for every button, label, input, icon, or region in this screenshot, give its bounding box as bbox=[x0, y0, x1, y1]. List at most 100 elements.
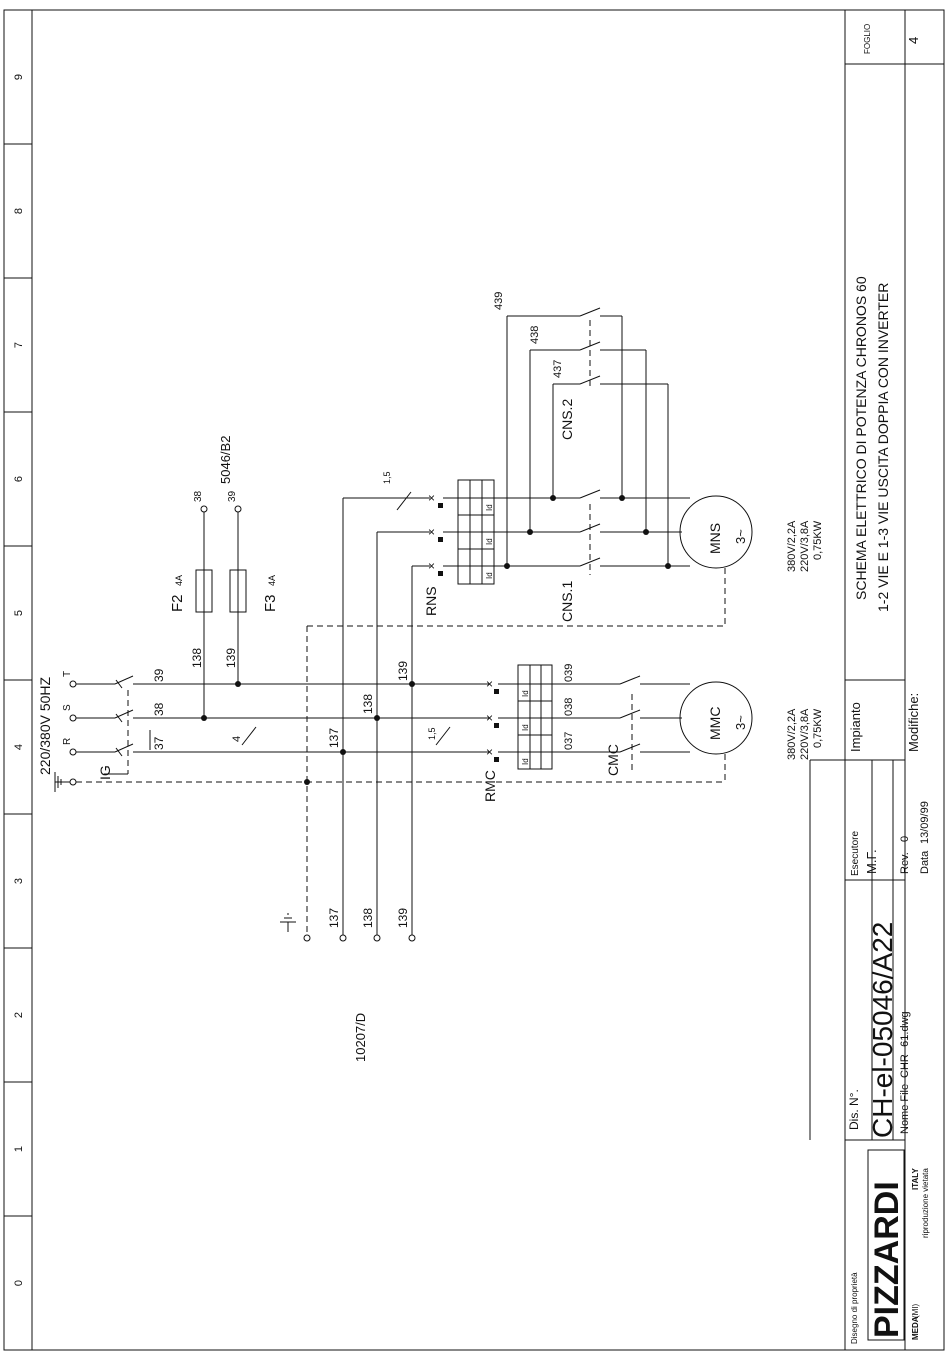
grid-number-9: 9 bbox=[13, 74, 25, 80]
fuse-section: F2 4A F3 4A 38 39 5046/B2 138 139 bbox=[169, 436, 279, 721]
grid-number-7: 7 bbox=[13, 342, 25, 348]
grid-number-6: 6 bbox=[13, 476, 25, 482]
fuse-out-38: 38 bbox=[193, 490, 204, 502]
bus-section: 137 138 139 137 138 139 10207/D 1,5 bbox=[280, 498, 725, 1062]
svg-text:×: × bbox=[428, 491, 435, 505]
fuse-out-39: 39 bbox=[227, 490, 238, 502]
grid-number-8: 8 bbox=[13, 208, 25, 214]
relay-rns-label: RNS bbox=[423, 586, 439, 616]
bus-bottom-138: 138 bbox=[361, 908, 375, 928]
bus-bottom-139: 139 bbox=[396, 908, 410, 928]
brand-city: MEDA bbox=[911, 1316, 920, 1340]
phase-s-label: S bbox=[62, 704, 73, 711]
mns-wire-439: 439 bbox=[493, 292, 505, 310]
grid-number-5: 5 bbox=[13, 610, 25, 616]
grid-number-0: 0 bbox=[13, 1280, 25, 1286]
foglio-label: FOGLIO bbox=[863, 24, 872, 54]
grid-number-1: 1 bbox=[13, 1146, 25, 1152]
fuse-f3-label: F3 bbox=[262, 594, 279, 612]
bus-section-a: 1,5 bbox=[427, 727, 437, 740]
brand-name: PIZZARDI bbox=[868, 1181, 906, 1338]
title-line-2: 1-2 VIE E 1-3 VIE USCITA DOPPIA CON INVE… bbox=[875, 283, 891, 612]
fuse-in-139: 139 bbox=[224, 648, 238, 668]
wire-39: 39 bbox=[152, 668, 166, 682]
svg-text:×: × bbox=[428, 559, 435, 573]
fuse-f3-rating: 4A bbox=[267, 575, 277, 586]
wire-38: 38 bbox=[152, 702, 166, 716]
esecutore-value: M.F. bbox=[864, 849, 879, 874]
motor-mns-symbol: 3~ bbox=[733, 529, 748, 544]
contactor-cmc-label: CMC bbox=[605, 744, 621, 776]
copy-note: riproduzione vietata bbox=[921, 1168, 930, 1238]
motor-mmc-label: MMC bbox=[707, 707, 723, 740]
impianto-label: Impianto bbox=[848, 702, 863, 752]
relay-rmc-label: RMC bbox=[482, 770, 498, 802]
dis-label: Dis. N°. bbox=[847, 1089, 861, 1130]
terminal-s bbox=[69, 714, 77, 722]
mmc-out-037: 037 bbox=[563, 732, 575, 750]
brand-country: ITALY bbox=[911, 1168, 920, 1190]
mmc-out-038: 038 bbox=[563, 698, 575, 716]
grid-number-3: 3 bbox=[13, 878, 25, 884]
rev-value: 0 bbox=[899, 836, 911, 842]
wire-37: 37 bbox=[152, 736, 166, 750]
relay-rmc bbox=[517, 664, 553, 770]
svg-text:×: × bbox=[486, 677, 493, 691]
mmc-rating-1: 380V/2,2A bbox=[786, 708, 798, 760]
data-label: Data bbox=[919, 850, 931, 874]
svg-text:×: × bbox=[486, 745, 493, 759]
esecutore-label: Esecutore bbox=[850, 831, 861, 876]
fuse-f3 bbox=[229, 569, 247, 613]
mns-rating-3: 0,75KW bbox=[812, 520, 824, 560]
second-motor-section: 1,5 × × × RNS Id Id Id 439 438 437 bbox=[343, 292, 824, 782]
svg-text:×: × bbox=[486, 711, 493, 725]
fuse-f2-rating: 4A bbox=[174, 575, 184, 586]
grid-number-2: 2 bbox=[13, 1012, 25, 1018]
svg-text:×: × bbox=[428, 525, 435, 539]
pizzardi-logo: PIZZARDI bbox=[867, 1149, 906, 1341]
mns-section: 1,5 bbox=[382, 471, 392, 484]
title-line-1: SCHEMA ELETTRICO DI POTENZA CHRONOS 60 bbox=[853, 276, 869, 600]
mns-wire-438: 438 bbox=[529, 326, 541, 344]
mns-wire-437: 437 bbox=[552, 360, 564, 378]
main-switch: IG bbox=[97, 675, 134, 780]
rns-tag-1: Id bbox=[485, 504, 494, 511]
mmc-rating-2: 220V/3,8A bbox=[799, 708, 811, 760]
phase-r-label: R bbox=[62, 738, 73, 745]
title-block: Disegno di proprietà PIZZARDI MEDA (MI) … bbox=[809, 10, 944, 1350]
supply-title: 220/380V 50HZ bbox=[37, 676, 53, 775]
main-motor-section: × × × Id Id Id RMC 037 038 039 CMC MMC 3… bbox=[482, 664, 824, 802]
rmc-tag-3: Id bbox=[521, 690, 530, 697]
modifiche-label: Modifiche: bbox=[906, 693, 921, 752]
mmc-rating-3: 0,75KW bbox=[812, 708, 824, 748]
rmc-tag-1: Id bbox=[521, 758, 530, 765]
bus-ref: 10207/D bbox=[353, 1013, 368, 1062]
owner-note: Disegno di proprietà bbox=[850, 1272, 859, 1344]
motor-mns bbox=[679, 495, 753, 569]
data-value: 13/09/99 bbox=[919, 801, 931, 844]
phase-t-label: T bbox=[62, 671, 73, 677]
earth-icon bbox=[54, 772, 70, 792]
mns-rating-2: 220V/3,8A bbox=[799, 520, 811, 572]
wire-count-4: 4 bbox=[231, 736, 243, 742]
terminal-r bbox=[69, 748, 77, 756]
rns-tag-3: Id bbox=[485, 572, 494, 579]
switch-label: IG bbox=[97, 765, 113, 780]
brand-prov: (MI) bbox=[911, 1303, 920, 1318]
rns-tag-2: Id bbox=[485, 538, 494, 545]
foglio-number: 4 bbox=[906, 37, 921, 44]
supply-section: 220/380V 50HZ R S T IG bbox=[37, 668, 725, 792]
grid-number-4: 4 bbox=[13, 744, 25, 750]
bus-label-137: 137 bbox=[327, 728, 341, 748]
mns-rating-1: 380V/2,2A bbox=[786, 520, 798, 572]
contactor-cns1-label: CNS.1 bbox=[559, 581, 575, 622]
contactor-cns2-label: CNS.2 bbox=[559, 399, 575, 440]
file-label: Nome File bbox=[899, 1084, 911, 1134]
drawing-frame: 0 1 2 3 4 5 6 7 8 9 bbox=[3, 9, 945, 1351]
fuse-in-138: 138 bbox=[190, 648, 204, 668]
dis-number: CH-el-05046/A22 bbox=[867, 922, 898, 1138]
terminal-t bbox=[69, 680, 77, 688]
rmc-tag-2: Id bbox=[521, 724, 530, 731]
fuse-f2-label: F2 bbox=[169, 594, 186, 612]
rev-label: Rev. bbox=[899, 852, 911, 874]
